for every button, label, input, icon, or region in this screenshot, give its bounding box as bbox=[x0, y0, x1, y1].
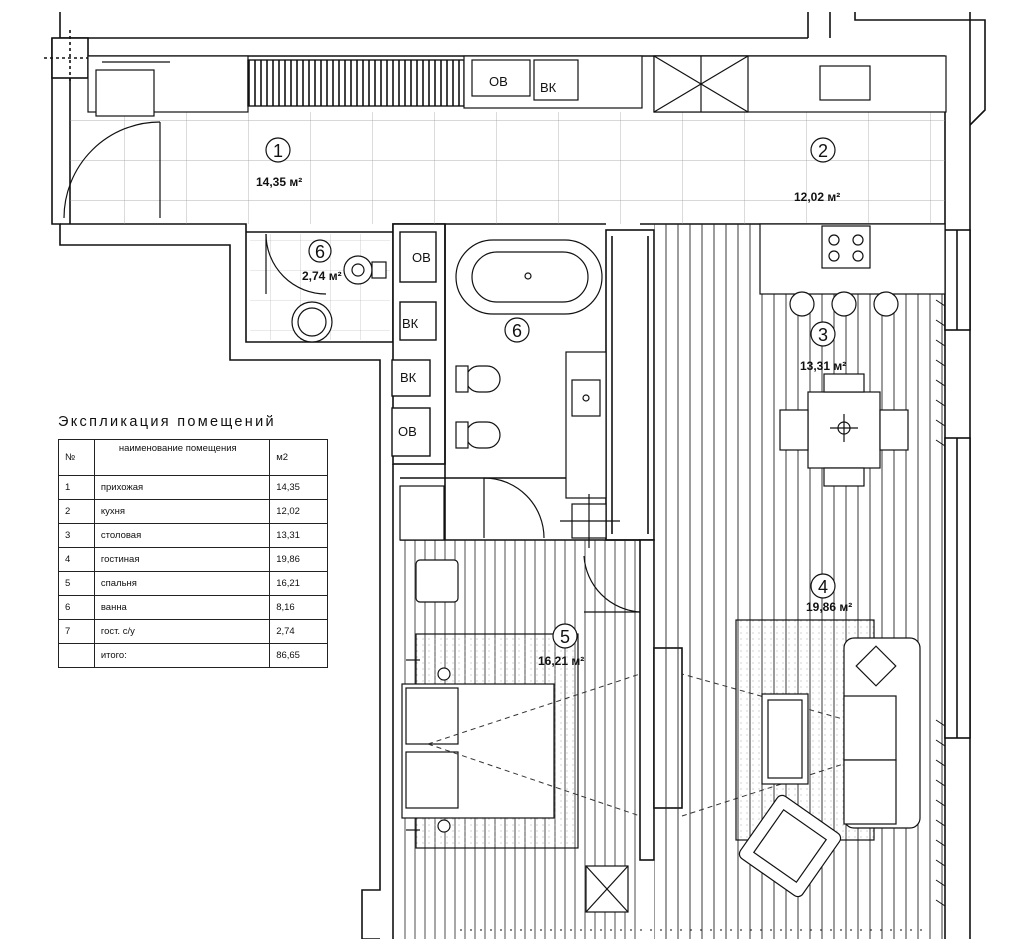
riser-label-ov-3: ОВ bbox=[398, 424, 417, 439]
room-area-6-guest: 2,74 м² bbox=[302, 269, 342, 283]
legend-row: 1 прихожая 14,35 bbox=[58, 475, 328, 500]
legend-row: 4 гостиная 19,86 bbox=[58, 547, 328, 572]
legend-row: 5 спальня 16,21 bbox=[58, 571, 328, 596]
kitchen-island bbox=[759, 223, 946, 317]
legend-room-area: 2,74 bbox=[269, 619, 328, 644]
legend-total-area: 86,65 bbox=[269, 643, 328, 668]
room-number-1: 1 bbox=[273, 141, 283, 161]
utility-risers bbox=[391, 231, 437, 457]
legend-row: 7 гост. с/у 2,74 bbox=[58, 619, 328, 644]
room-number-5: 5 bbox=[560, 627, 570, 647]
riser-label-vk-1: ВК bbox=[540, 80, 557, 95]
legend-num: 2 bbox=[58, 499, 95, 524]
legend-header-area: м2 bbox=[269, 439, 328, 476]
legend-table: № наименование помещения м2 1 прихожая 1… bbox=[58, 439, 328, 668]
legend-room-name: столовая bbox=[93, 523, 271, 548]
riser-label-vk-3: ВК bbox=[400, 370, 417, 385]
room-number-6-guest: 6 bbox=[315, 242, 325, 262]
legend-row: 6 ванна 8,16 bbox=[58, 595, 328, 620]
legend-header-name: наименование помещения bbox=[93, 439, 271, 476]
legend-num: 7 bbox=[58, 619, 95, 644]
dining-table bbox=[779, 373, 909, 487]
legend-total-empty bbox=[58, 643, 95, 668]
legend-room-name: гостиная bbox=[93, 547, 271, 572]
legend-room-area: 19,86 bbox=[269, 547, 328, 572]
legend-num: 4 bbox=[58, 547, 95, 572]
legend-room-name: ванна bbox=[93, 595, 271, 620]
legend-total-label: итого: bbox=[93, 643, 271, 668]
window-plants bbox=[460, 299, 946, 931]
legend-room-name: гост. с/у bbox=[93, 619, 271, 644]
entry-door bbox=[63, 121, 161, 219]
top-cabinets bbox=[87, 55, 947, 117]
legend-room-area: 12,02 bbox=[269, 499, 328, 524]
room-number-2: 2 bbox=[818, 141, 828, 161]
legend-room-name: прихожая bbox=[93, 475, 271, 500]
room-number-6-bath: 6 bbox=[512, 321, 522, 341]
room-number-3: 3 bbox=[818, 325, 828, 345]
room-legend: Экспликация помещений № наименование пом… bbox=[58, 414, 328, 668]
room-markers bbox=[265, 137, 836, 649]
bedroom-furniture bbox=[401, 555, 641, 913]
room-area-1: 14,35 м² bbox=[256, 175, 302, 189]
legend-room-area: 14,35 bbox=[269, 475, 328, 500]
room-number-4: 4 bbox=[818, 577, 828, 597]
legend-row: 2 кухня 12,02 bbox=[58, 499, 328, 524]
legend-room-area: 13,31 bbox=[269, 523, 328, 548]
guest-wc-fixtures bbox=[265, 233, 387, 343]
bathroom-fixtures bbox=[399, 239, 620, 548]
legend-header-row: № наименование помещения м2 bbox=[58, 439, 328, 476]
legend-num: 3 bbox=[58, 523, 95, 548]
corridor-kitchen-tiles bbox=[70, 112, 945, 224]
legend-num: 1 bbox=[58, 475, 95, 500]
legend-header-num: № bbox=[58, 439, 95, 476]
riser-label-ov-1: ОВ bbox=[489, 74, 508, 89]
room-area-5: 16,21 м² bbox=[538, 654, 584, 668]
riser-label-vk-2: ВК bbox=[402, 316, 419, 331]
room-area-4: 19,86 м² bbox=[806, 600, 852, 614]
legend-title: Экспликация помещений bbox=[58, 414, 276, 430]
room-area-3: 13,31 м² bbox=[800, 359, 846, 373]
legend-total-row: итого: 86,65 bbox=[58, 643, 328, 668]
legend-room-area: 8,16 bbox=[269, 595, 328, 620]
legend-room-name: кухня bbox=[93, 499, 271, 524]
legend-num: 6 bbox=[58, 595, 95, 620]
room-area-2: 12,02 м² bbox=[794, 190, 840, 204]
living-furniture bbox=[735, 619, 921, 898]
legend-room-name: спальня bbox=[93, 571, 271, 596]
legend-room-area: 16,21 bbox=[269, 571, 328, 596]
riser-label-ov-2: ОВ bbox=[412, 250, 431, 265]
legend-num: 5 bbox=[58, 571, 95, 596]
legend-row: 3 столовая 13,31 bbox=[58, 523, 328, 548]
